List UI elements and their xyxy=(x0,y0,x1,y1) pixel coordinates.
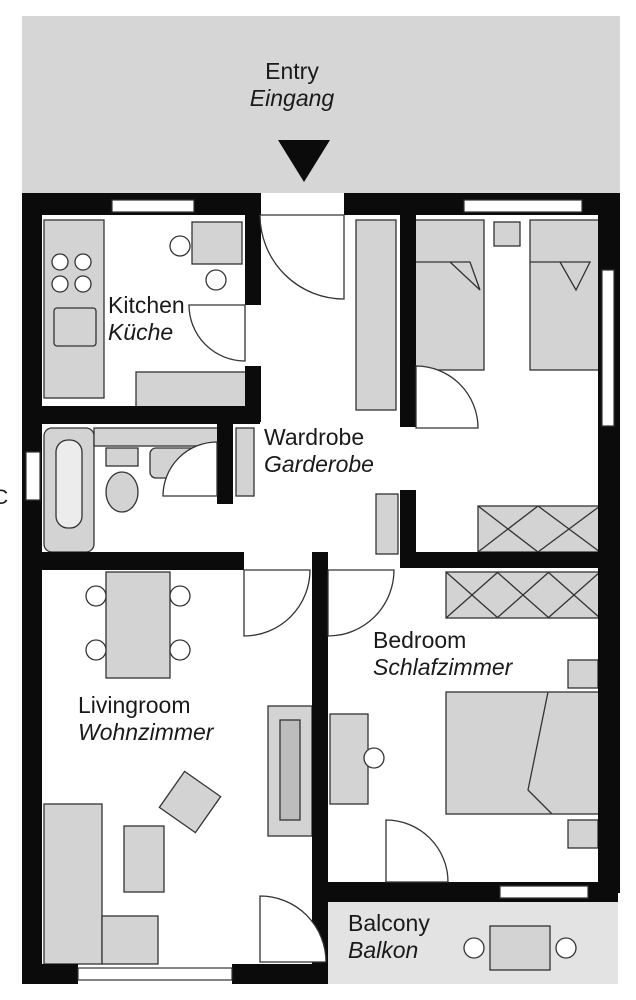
toilet-tank xyxy=(105,447,139,467)
entry-label: Entry Eingang xyxy=(242,58,342,112)
bed-right xyxy=(529,219,601,371)
wall-bedroom1-bottom xyxy=(400,552,620,568)
wall-bedroom1-left xyxy=(400,193,416,427)
bed-left-blanket xyxy=(414,261,481,291)
wall-bath-right xyxy=(217,424,233,504)
bedroom-label-de: Schlafzimmer xyxy=(373,654,513,680)
wall-bottom-mid xyxy=(232,964,328,984)
bedroom-label-en: Bedroom xyxy=(373,627,467,653)
entry-marker xyxy=(278,140,330,182)
dining-table xyxy=(105,571,171,679)
corridor-area xyxy=(22,16,620,193)
furniture-layer xyxy=(43,219,601,971)
bedroom1-dresser xyxy=(477,505,601,553)
sofa-chaise xyxy=(101,915,159,965)
wardrobe-label-en: Wardrobe xyxy=(264,424,365,450)
wardrobe-cross xyxy=(547,571,601,619)
kitchen-label-en: Kitchen xyxy=(108,292,185,318)
bath-shelf xyxy=(93,427,219,447)
entry-label-de: Eingang xyxy=(249,85,335,111)
stove-burner-icon xyxy=(74,253,92,271)
balcony-chair-icon xyxy=(555,937,577,959)
wall-bottom-left xyxy=(22,964,78,984)
wardrobe-side-unit xyxy=(375,493,399,555)
wall-kitchen-bath xyxy=(22,406,260,424)
windows xyxy=(25,199,615,981)
stove-burner-icon xyxy=(51,275,69,293)
toilet-icon xyxy=(105,471,139,513)
bed-right-blanket xyxy=(530,261,592,292)
balcony-table xyxy=(489,925,551,971)
door-bedroom-balcony xyxy=(385,819,449,883)
wardrobe-cross xyxy=(445,571,499,619)
room-label-livingroom: Livingroom Wohnzimmer xyxy=(78,692,213,746)
wall-bedroom1-left-lower xyxy=(400,490,416,564)
window xyxy=(499,885,589,899)
chair-icon xyxy=(205,269,227,291)
door-kitchen xyxy=(188,304,246,362)
tv-screen xyxy=(279,719,301,821)
desk xyxy=(329,713,369,805)
wall-left xyxy=(22,193,42,983)
room-label-balcony: Balcony Balkon xyxy=(348,910,430,964)
room-label-kitchen: Kitchen Küche xyxy=(108,292,185,346)
dresser-cross xyxy=(477,505,539,553)
bathtub-inner xyxy=(55,439,83,529)
wall-living-bedroom xyxy=(312,552,328,984)
window xyxy=(111,199,195,213)
entry-arrow-icon xyxy=(278,140,330,182)
kitchen-label-de: Küche xyxy=(108,319,174,345)
sofa xyxy=(43,803,103,965)
door-living-balcony xyxy=(259,895,327,963)
stove-burner-icon xyxy=(51,253,69,271)
stove-burner-icon xyxy=(74,275,92,293)
door-livingroom xyxy=(243,569,311,637)
dining-chair-icon xyxy=(85,639,107,661)
armchair-icon xyxy=(158,770,222,834)
nightstand xyxy=(493,221,521,247)
door-bedroom2 xyxy=(327,569,395,637)
door-bedroom1 xyxy=(415,365,479,429)
door-bathroom xyxy=(162,441,218,497)
dining-chair-icon xyxy=(169,639,191,661)
kitchen-cabinet xyxy=(135,371,247,409)
bed-left xyxy=(413,219,485,371)
livingroom-label-en: Livingroom xyxy=(78,692,191,718)
chair-icon xyxy=(169,235,191,257)
coffee-table xyxy=(123,825,165,893)
double-bed xyxy=(445,691,601,815)
dining-chair-icon xyxy=(169,585,191,607)
room-label-wardrobe: Wardrobe Garderobe xyxy=(264,424,374,478)
wardrobe-label-de: Garderobe xyxy=(264,451,374,477)
wardrobe-wall-unit xyxy=(235,427,255,497)
balcony-label-de: Balkon xyxy=(348,937,419,963)
dining-chair-icon xyxy=(85,585,107,607)
wall-kitchen-entry xyxy=(245,193,261,305)
window xyxy=(601,269,615,427)
window xyxy=(463,199,583,213)
window xyxy=(25,451,41,501)
kitchen-sink-icon xyxy=(53,307,97,347)
room-label-bedroom: Bedroom Schlafzimmer xyxy=(373,627,512,681)
window xyxy=(77,967,233,981)
double-bed-blanket xyxy=(527,691,553,815)
edge-text: C xyxy=(0,486,9,509)
nightstand xyxy=(567,659,599,689)
desk-chair-icon xyxy=(363,747,385,769)
kitchen-table xyxy=(191,221,243,265)
dresser-cross xyxy=(537,505,601,553)
wardrobe-cross xyxy=(496,571,550,619)
balcony-label-en: Balcony xyxy=(348,910,430,936)
doors xyxy=(162,214,479,963)
entry-label-en: Entry xyxy=(265,58,319,84)
wardrobe-cabinet xyxy=(355,219,397,411)
livingroom-label-de: Wohnzimmer xyxy=(78,719,214,745)
wall-bath-living xyxy=(22,552,244,570)
balcony-chair-icon xyxy=(463,937,485,959)
door-entry xyxy=(259,214,345,300)
nightstand xyxy=(567,819,599,849)
